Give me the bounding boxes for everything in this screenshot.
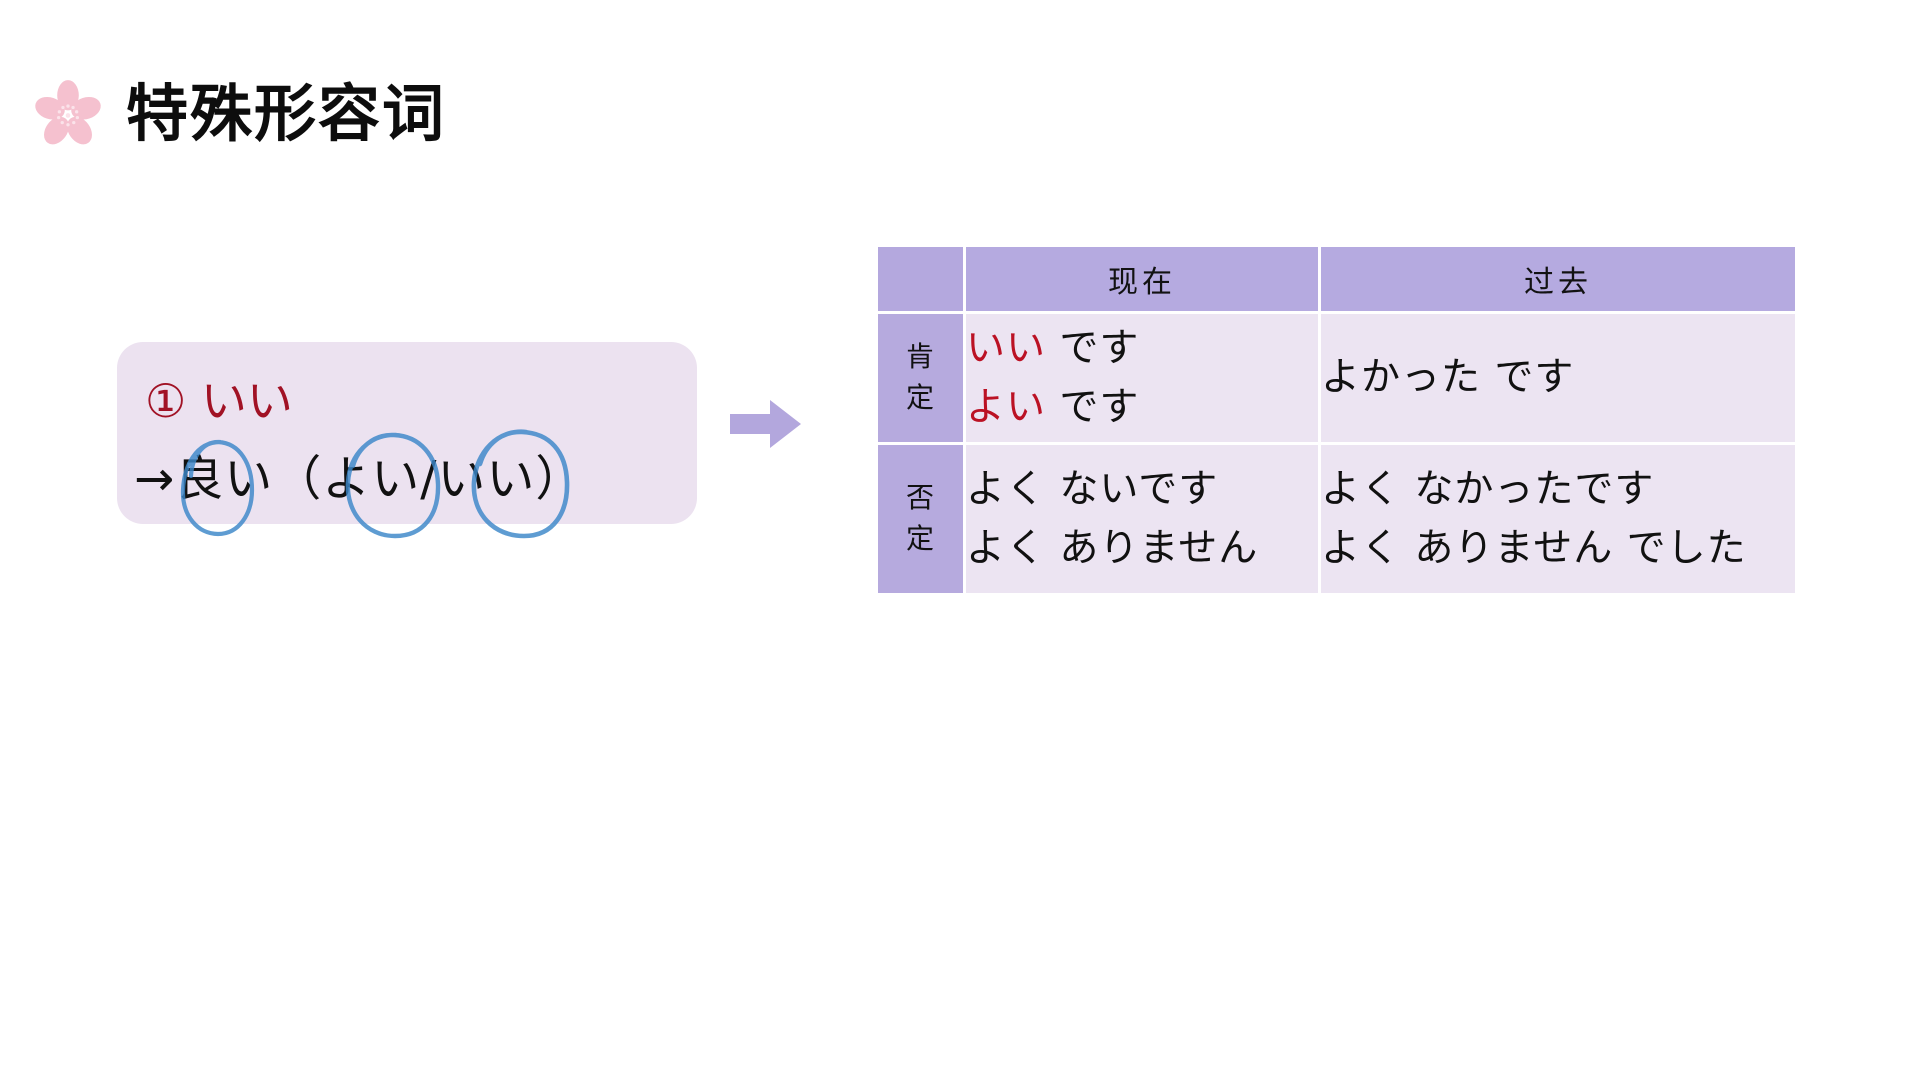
highlighted-word: いい xyxy=(966,325,1047,371)
column-header-present: 现在 xyxy=(966,247,1318,311)
cell-line: よく なかったです xyxy=(1321,466,1655,512)
row-label-char: 定 xyxy=(905,381,935,414)
cell-line: いい です xyxy=(966,319,1318,378)
row-label-char: 肯 xyxy=(905,340,935,374)
table-row: 肯 定 いい です よい です よかった です xyxy=(878,314,1795,442)
page-title: 特殊形容词 xyxy=(126,77,447,150)
cell-line: よく ありません xyxy=(966,526,1259,571)
table-corner-cell xyxy=(878,247,963,311)
cell-line: よい です xyxy=(966,378,1318,437)
cell-affirmative-present: いい です よい です xyxy=(966,314,1318,442)
cell-suffix: です xyxy=(1046,385,1140,430)
slide-title-row: 特殊形容词 xyxy=(32,78,446,150)
highlighted-word: よい xyxy=(966,385,1047,430)
table-row: 否 定 よく ないです よく ありません よく なかったです よく ありません … xyxy=(878,445,1795,593)
row-label-char: 否 xyxy=(905,481,935,515)
cell-line: よく ないです xyxy=(966,466,1219,512)
info-box-line-2: →良い（よい/いい） xyxy=(134,451,585,507)
cell-negative-present: よく ないです よく ありません xyxy=(966,445,1318,593)
cell-line: よく ありません でした xyxy=(1321,526,1747,571)
cell-negative-past: よく なかったです よく ありません でした xyxy=(1321,445,1795,593)
cell-line: よかった です xyxy=(1321,355,1575,401)
cell-suffix: です xyxy=(1046,325,1140,371)
cell-affirmative-past: よかった です xyxy=(1321,314,1795,442)
table-header-row: 现在 过去 xyxy=(878,247,1795,311)
row-label-affirmative: 肯 定 xyxy=(878,314,963,442)
row-label-negative: 否 定 xyxy=(878,445,963,593)
right-block-arrow-icon xyxy=(730,400,801,448)
row-label-char: 定 xyxy=(905,522,935,555)
sakura-flower-icon xyxy=(35,80,101,145)
conjugation-table: 现在 过去 肯 定 いい です よい です よかった です 否 定 よく ないで… xyxy=(875,244,1798,596)
info-box-line-1: ① いい xyxy=(145,374,293,428)
column-header-past: 过去 xyxy=(1321,247,1795,311)
